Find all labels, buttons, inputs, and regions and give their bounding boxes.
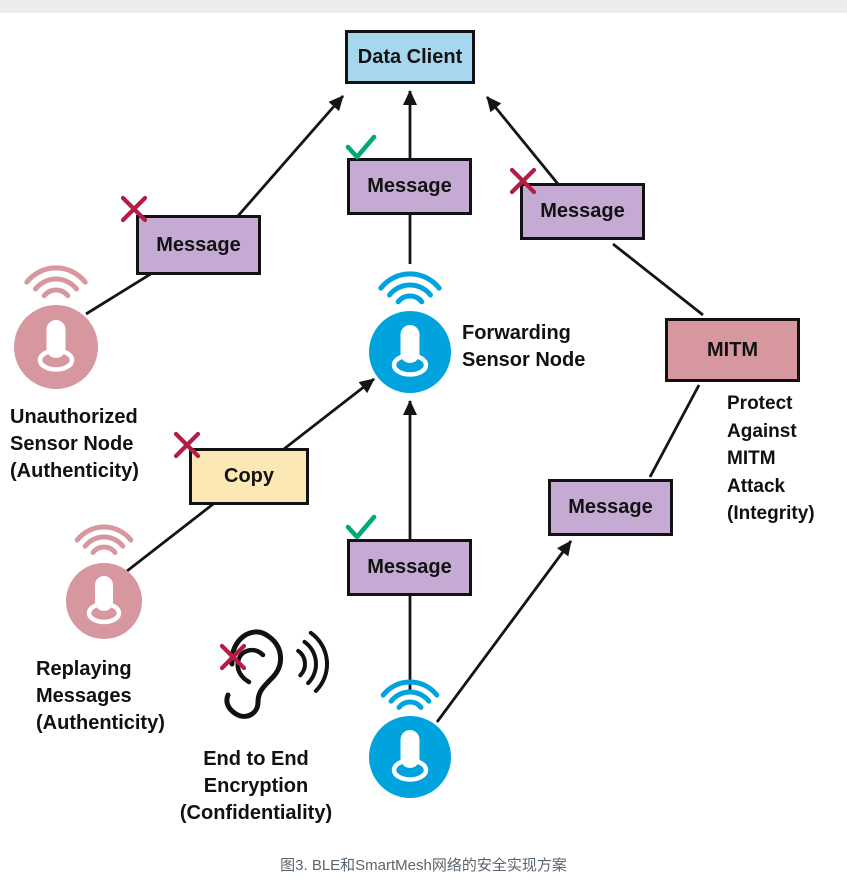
sound-waves-icon	[296, 648, 307, 678]
forwarding-sensor-node-icon	[369, 271, 451, 393]
wifi-arcs-icon	[24, 265, 88, 285]
wifi-arcs-icon	[82, 534, 126, 549]
wifi-arcs-icon	[388, 689, 432, 704]
message-box: Message	[347, 539, 472, 596]
replaying-messages-label: Replaying Messages (Authenticity)	[36, 658, 165, 734]
connector-mitm-to-message	[612, 242, 704, 317]
connector-message-to-mitm	[648, 384, 701, 478]
wifi-arcs-icon	[41, 287, 71, 299]
reject-x-icon	[219, 643, 247, 671]
message-box: Message	[347, 158, 472, 215]
wifi-arcs-icon	[378, 271, 442, 291]
message-box: Message	[136, 215, 261, 275]
origin-sensor-node-icon	[369, 679, 451, 798]
replaying-sensor-node-icon	[66, 524, 142, 639]
message-box: Message	[548, 479, 673, 536]
ear-icon	[224, 629, 330, 719]
arrow-unauthorized-to-data-client	[85, 95, 345, 316]
wifi-arcs-icon	[387, 282, 433, 298]
unauthorized-sensor-node-label: Unauthorized Sensor Node (Authenticity)	[10, 406, 139, 482]
message-box: Message	[520, 183, 645, 240]
wifi-arcs-icon	[74, 524, 134, 543]
end-to-end-encryption-label: End to End Encryption (Confidentiality)	[179, 748, 333, 824]
check-icon	[345, 514, 377, 540]
unauthorized-sensor-node-icon	[14, 265, 98, 389]
figure-caption: 图3. BLE和SmartMesh网络的安全实现方案	[280, 857, 567, 874]
page-top-strip	[0, 0, 847, 13]
mitm-protection-label: Protect Against MITM Attack (Integrity)	[727, 393, 815, 525]
wifi-arcs-icon	[33, 276, 79, 292]
wifi-arcs-icon	[395, 293, 425, 305]
sound-waves-icon	[302, 639, 318, 686]
copy-box: Copy	[189, 448, 309, 505]
mitm-box: MITM	[665, 318, 800, 382]
check-icon	[345, 134, 377, 160]
arrow-mitm-message-to-data-client	[485, 96, 560, 185]
wifi-arcs-icon	[380, 679, 440, 698]
forwarding-sensor-node-label: Forwarding Sensor Node	[462, 322, 586, 371]
sound-waves-icon	[308, 630, 330, 693]
data-client-box: Data Client	[345, 30, 475, 84]
wifi-arcs-icon	[90, 544, 118, 555]
wifi-arcs-icon	[396, 699, 424, 710]
